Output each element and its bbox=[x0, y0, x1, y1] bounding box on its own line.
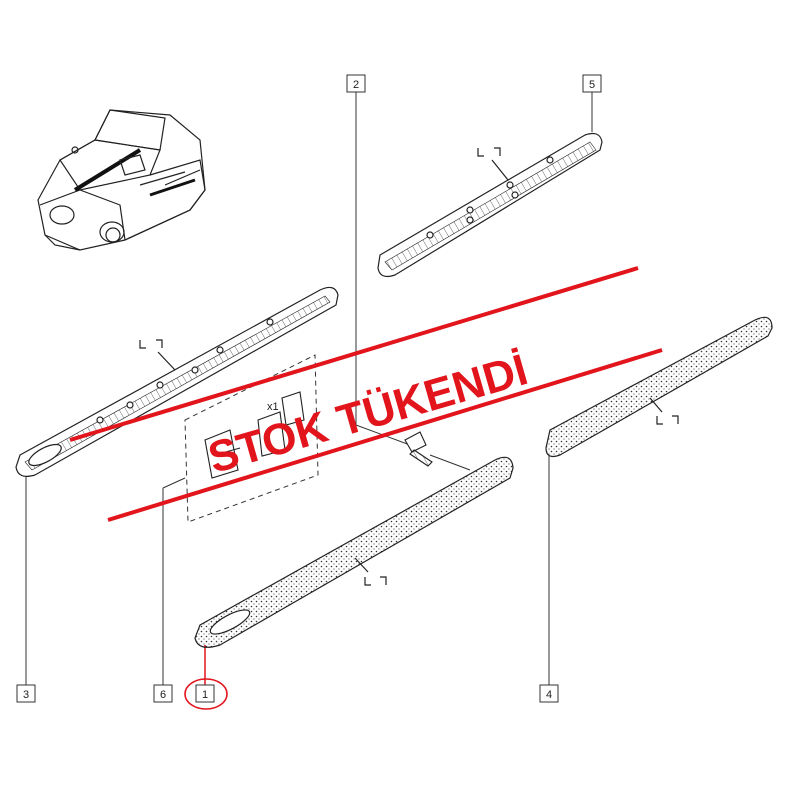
callout-2: 2 bbox=[346, 74, 366, 93]
part-5-trim-strip bbox=[377, 132, 603, 278]
callout-4: 4 bbox=[539, 684, 559, 703]
part-5-clip-icon bbox=[477, 147, 509, 181]
part-1-trim-strip bbox=[194, 456, 514, 648]
part-1-clip-icon bbox=[354, 557, 387, 586]
out-of-stock-stamp: STOK TÜKENDİ bbox=[203, 345, 533, 483]
callout-2-label: 2 bbox=[353, 79, 359, 91]
callout-3: 3 bbox=[16, 684, 36, 703]
callout-6-label: 6 bbox=[160, 689, 166, 701]
overlay-line-top bbox=[69, 266, 639, 442]
callout-1-highlight-circle bbox=[184, 678, 228, 710]
overlay-line-bottom bbox=[107, 348, 663, 522]
clip-quantity-label: x1 bbox=[267, 401, 279, 413]
callout-5-label: 5 bbox=[589, 79, 595, 91]
part-4-clip-icon bbox=[649, 397, 679, 425]
part-4-trim-strip bbox=[545, 316, 773, 458]
part-6-clip-set: x1 bbox=[184, 354, 319, 523]
part-3-trim-strip bbox=[15, 286, 339, 477]
callout-5: 5 bbox=[582, 74, 602, 93]
screw bbox=[404, 431, 433, 467]
callout-3-label: 3 bbox=[23, 689, 29, 701]
callout-1: 1 bbox=[184, 678, 228, 710]
callout-leaders bbox=[25, 92, 593, 685]
callout-1-label: 1 bbox=[202, 689, 208, 701]
vehicle-thumbnail bbox=[37, 109, 206, 251]
part-3-clip-icon bbox=[139, 339, 176, 371]
callout-6: 6 bbox=[153, 684, 173, 703]
callout-4-label: 4 bbox=[546, 689, 552, 701]
